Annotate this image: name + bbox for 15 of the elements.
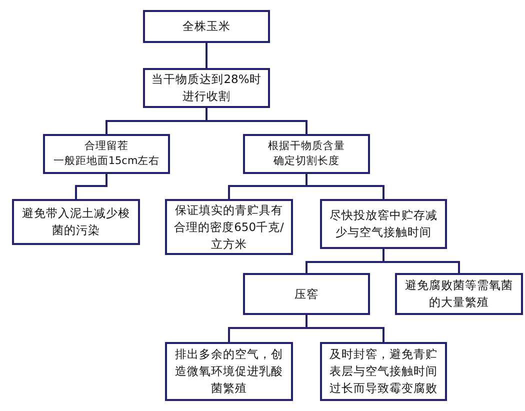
- process-box: 避免带入泥土减少梭菌的污染: [12, 199, 140, 245]
- process-box: 当干物质达到28%时进行收割: [143, 68, 270, 108]
- process-box: 合理留茬 一般距地面15cm左右: [43, 134, 170, 174]
- process-box: 压窖: [243, 273, 370, 315]
- connector-line: [206, 43, 208, 68]
- process-box: 保证填实的青贮具有合理的密度650千克/立方米: [165, 199, 293, 255]
- process-box: 根据干物质含量 确定切割长度: [243, 134, 370, 174]
- process-box: 尽快投放窖中贮存减少与空气接触时间: [320, 199, 447, 249]
- process-box: 排出多余的空气，创造微氧环境促进乳酸菌繁殖: [165, 342, 293, 401]
- connector-line: [306, 174, 384, 199]
- connector-line: [75, 174, 108, 199]
- process-box: 避免腐败菌等需氧菌的大量繁殖: [395, 273, 523, 315]
- process-box: 及时封窖，避免青贮表层与空气接触时间过长而导致霉变腐败: [320, 342, 447, 401]
- connector-line: [206, 108, 308, 134]
- process-box: 全株玉米: [143, 10, 270, 43]
